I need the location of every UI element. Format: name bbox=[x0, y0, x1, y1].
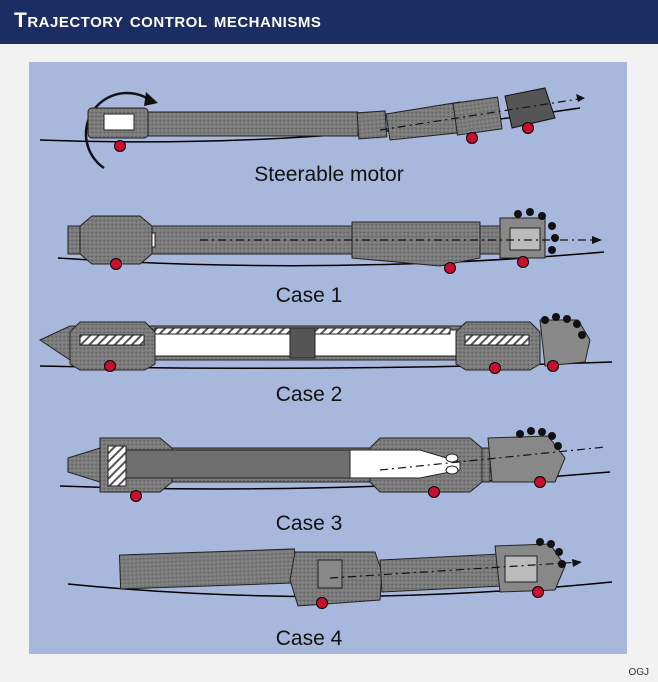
motor-trajectory-arrowhead bbox=[576, 94, 585, 102]
contact-point bbox=[547, 360, 559, 372]
contact-point bbox=[517, 256, 529, 268]
case2-center-block bbox=[289, 327, 316, 359]
caption-case-1: Case 1 bbox=[275, 284, 343, 307]
contact-point bbox=[444, 262, 456, 274]
page-title: Trajectory control mechanisms bbox=[14, 9, 322, 32]
motor-stabilizer bbox=[452, 96, 503, 136]
steerable-motor-assembly bbox=[39, 87, 586, 170]
case3-eccentric-pad bbox=[445, 465, 459, 475]
case4-lower-collar bbox=[379, 553, 503, 593]
contact-point bbox=[522, 122, 534, 134]
case4-assembly bbox=[67, 538, 613, 609]
title-bar: Trajectory control mechanisms bbox=[0, 0, 658, 44]
contact-point bbox=[316, 597, 328, 609]
case2-upper-stabilizer bbox=[69, 321, 156, 371]
bent-housing bbox=[356, 110, 388, 140]
case1-trajectory-arrowhead bbox=[592, 236, 602, 244]
contact-point bbox=[428, 486, 440, 498]
motor-bearing bbox=[103, 113, 135, 131]
case4-upper-collar bbox=[118, 548, 297, 590]
rotation-arrowhead bbox=[144, 92, 158, 106]
case3-bore bbox=[349, 449, 461, 479]
case2-hatched-right bbox=[314, 327, 451, 335]
contact-point bbox=[104, 360, 116, 372]
contact-point bbox=[466, 132, 478, 144]
case3-eccentric-pad bbox=[445, 453, 459, 463]
case1-assembly bbox=[57, 208, 605, 274]
case2-lower-sleeve bbox=[464, 334, 530, 346]
caption-case-4: Case 4 bbox=[275, 627, 343, 650]
contact-point bbox=[114, 140, 126, 152]
case3-bit bbox=[487, 435, 566, 483]
motor-trajectory-line bbox=[379, 97, 586, 131]
case4-bit-body bbox=[504, 555, 538, 583]
case4-trajectory-line bbox=[329, 561, 581, 579]
bit-body bbox=[509, 227, 541, 251]
borehole-wall bbox=[39, 107, 581, 143]
case2-lower-stabilizer bbox=[455, 321, 541, 371]
case4-trajectory-arrowhead bbox=[572, 559, 582, 567]
motor-power-section bbox=[147, 111, 359, 137]
credit-label: OGJ bbox=[628, 667, 649, 678]
case2-hatched-left bbox=[154, 327, 291, 335]
motor-bit bbox=[504, 87, 556, 129]
bit-cutters bbox=[536, 538, 566, 568]
contact-point bbox=[110, 258, 122, 270]
case4-bent-sub-window bbox=[317, 559, 343, 589]
bit-cutters bbox=[514, 208, 559, 254]
bit-cutters bbox=[541, 313, 586, 339]
case2-bit bbox=[539, 319, 591, 367]
caption-case-3: Case 3 bbox=[275, 512, 343, 535]
case3-inner-mandrel bbox=[119, 449, 351, 479]
case3-assembly bbox=[59, 427, 611, 502]
contact-point bbox=[130, 490, 142, 502]
case3-hatched bbox=[107, 445, 127, 487]
case2-upper-sleeve bbox=[79, 334, 145, 346]
string-stabilizer bbox=[351, 221, 481, 267]
near-bit-stabilizer bbox=[79, 215, 153, 265]
contact-point bbox=[532, 586, 544, 598]
caption-case-2: Case 2 bbox=[275, 383, 343, 406]
case2-assembly bbox=[38, 313, 613, 374]
contact-point bbox=[489, 362, 501, 374]
caption-steerable-motor: Steerable motor bbox=[254, 163, 404, 186]
bit-cutters bbox=[516, 427, 562, 450]
case3-trajectory-line bbox=[379, 446, 606, 471]
contact-point bbox=[534, 476, 546, 488]
